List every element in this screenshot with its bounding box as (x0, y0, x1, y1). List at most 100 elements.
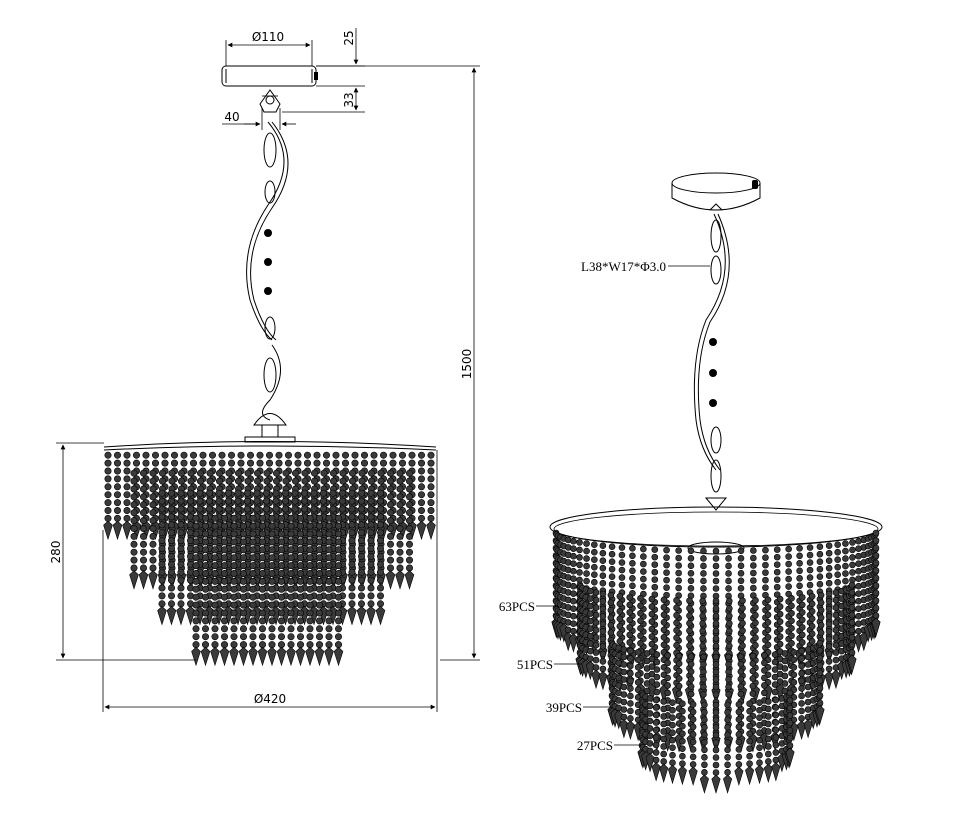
crystal-strand (295, 514, 306, 667)
crystal-strand (103, 451, 113, 541)
crystal-strand (347, 489, 357, 626)
tier4-callout: 27PCS (577, 738, 642, 753)
crystal-strand (276, 514, 287, 667)
crystal-tiers-perspective (551, 529, 881, 795)
tier2-callout: 51PCS (517, 657, 582, 672)
suspension-chain (246, 121, 289, 421)
crystal-strand (775, 595, 785, 704)
crystal-strand (847, 581, 857, 675)
crystal-strand (375, 489, 386, 626)
crystal-strand (771, 696, 781, 782)
hook-height-label: 33 (342, 92, 356, 107)
dimension-canopy-height: 25 (316, 28, 365, 87)
crystal-strand (157, 489, 167, 626)
tier2-count-label: 51PCS (517, 657, 553, 672)
crystal-strand (736, 653, 746, 754)
canopy-height-label: 25 (342, 30, 356, 45)
crystal-tiers-elevation (103, 451, 436, 667)
body-height-label: 280 (49, 541, 63, 564)
crystal-strand (659, 596, 669, 704)
crystal-strand (333, 514, 344, 667)
perspective-canopy (671, 172, 761, 211)
tier3-count-label: 39PCS (546, 700, 582, 715)
crystal-strand (166, 489, 177, 626)
crystal-strand (754, 699, 765, 785)
chain-spec-label: L38*W17*Φ3.0 (581, 259, 666, 274)
crystal-strand (138, 469, 149, 590)
crystal-strand (176, 489, 186, 626)
crystal-strand (238, 514, 249, 667)
crystal-strand (568, 537, 578, 653)
tier4-count-label: 27PCS (577, 738, 613, 753)
perspective-top-ring (549, 506, 883, 555)
crystal-strand (815, 639, 825, 725)
crystal-strand (385, 469, 396, 590)
crystal-strand (688, 701, 698, 786)
crystal-strand (416, 451, 427, 541)
ceiling-canopy (221, 65, 318, 87)
crystal-strand (647, 595, 657, 704)
crystal-strand (711, 597, 721, 706)
body-diameter-label: Ø420 (254, 692, 286, 706)
crystal-strand (797, 647, 807, 740)
crystal-strand (200, 514, 211, 667)
crystal-strand (763, 698, 773, 784)
crystal-strand (299, 489, 310, 626)
crystal-strand (854, 537, 864, 653)
canopy-diameter-label: Ø110 (252, 30, 284, 44)
tier1-callout: 63PCS (499, 599, 558, 614)
front-elevation-view: Ø110 25 33 40 1500 (49, 28, 480, 712)
crystal-strand (191, 514, 201, 667)
crystal-strand (625, 647, 635, 740)
dimension-body-diameter: Ø420 (102, 450, 438, 712)
crystal-strand (585, 587, 595, 681)
crystal-strand (112, 451, 123, 541)
dimension-canopy-diameter: Ø110 (225, 30, 313, 66)
total-height-label: 1500 (460, 349, 474, 380)
hook-width-label: 40 (224, 110, 239, 124)
crystal-strand (824, 590, 834, 691)
tier3-callout: 39PCS (546, 700, 612, 715)
chain-spec-callout: L38*W17*Φ3.0 (581, 259, 710, 274)
crystal-strand (591, 589, 601, 690)
dimension-body-height: 280 (49, 442, 196, 661)
crystal-strand (129, 469, 139, 590)
crystal-strand (267, 514, 277, 667)
crystal-strand (257, 514, 268, 667)
crystal-strand (210, 514, 220, 667)
crystal-strand (723, 701, 733, 794)
dimension-hook-height: 33 (282, 87, 365, 113)
crystal-strand (248, 514, 258, 667)
crystal-strand (426, 451, 436, 541)
crystal-strand (219, 514, 230, 667)
crystal-strand (598, 590, 608, 691)
crystal-strand (366, 489, 376, 626)
crystal-strand (314, 514, 325, 667)
crystal-strand (677, 700, 687, 786)
crystal-strand (711, 701, 721, 795)
crystal-strand (699, 701, 709, 794)
crystal-strand (803, 646, 813, 739)
crystal-strand (395, 469, 405, 590)
crystal-strand (185, 489, 196, 626)
crystal-strand (785, 689, 795, 768)
chandelier-top-connector (244, 413, 296, 443)
ceiling-hook (259, 89, 281, 113)
crystal-strand (614, 644, 624, 730)
dimension-hook-width: 40 (222, 108, 296, 130)
dimension-total-height: 1500 (316, 65, 480, 661)
perspective-chain (693, 203, 730, 511)
crystal-strand (619, 646, 629, 739)
perspective-view: L38*W17*Φ3.0 63PCS 51PCS 39PCS 27PCS (499, 172, 883, 795)
crystal-strand (305, 514, 315, 667)
crystal-strand (659, 698, 669, 784)
crystal-strand (356, 489, 367, 626)
crystal-strand (651, 696, 661, 782)
tier1-count-label: 63PCS (499, 599, 535, 614)
crystal-strand (122, 451, 132, 541)
crystal-strand (745, 700, 755, 786)
crystal-strand (242, 489, 253, 626)
crystal-strand (404, 469, 415, 590)
top-frame-rim (103, 441, 437, 451)
